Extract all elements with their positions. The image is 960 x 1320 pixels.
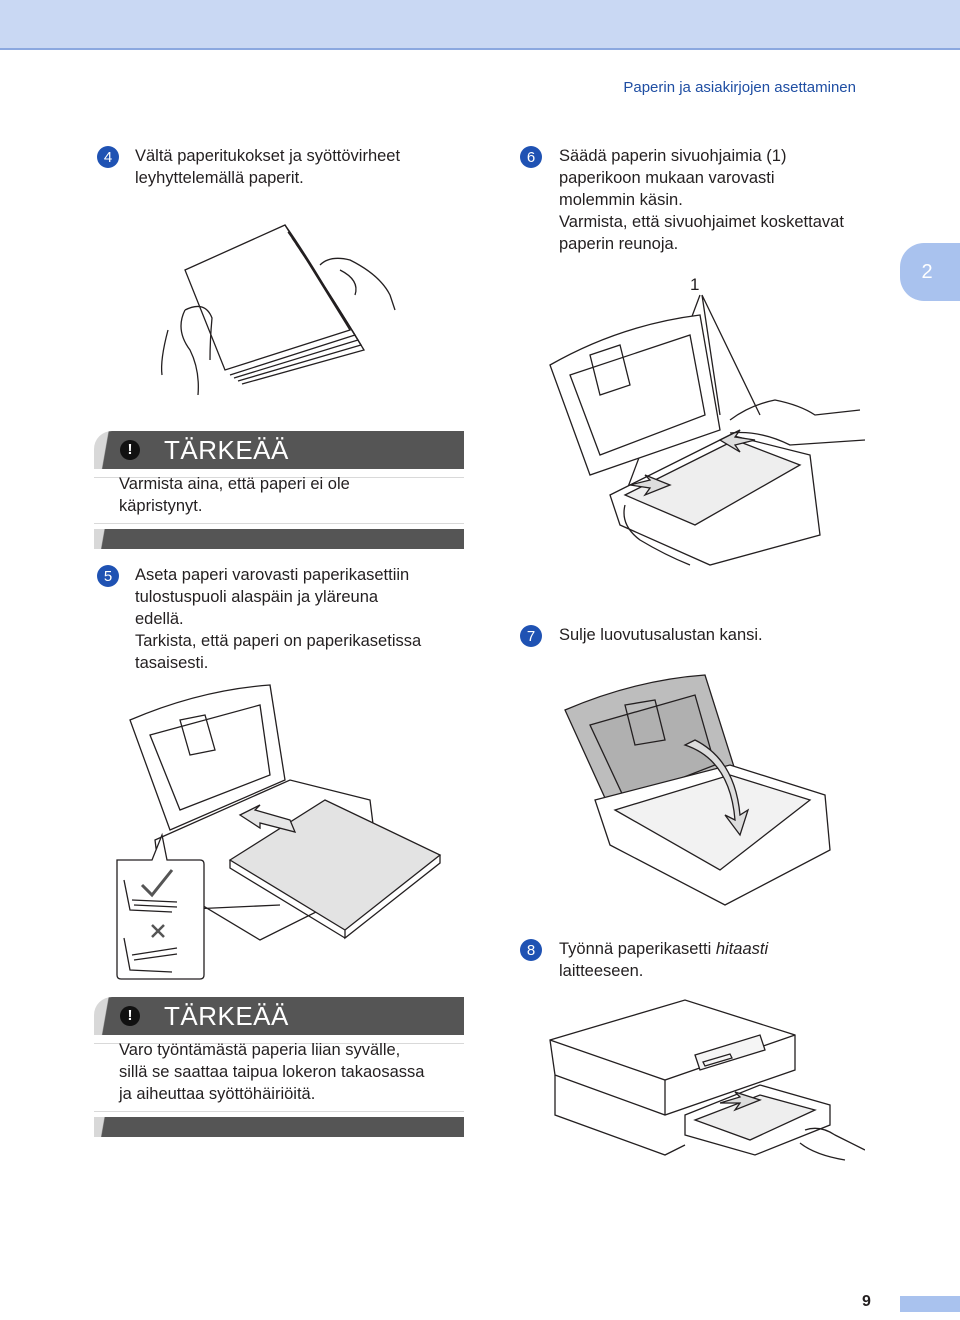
step-5-badge: 5 — [97, 565, 119, 587]
important-notice-2-title: TÄRKEÄÄ — [164, 1001, 289, 1031]
page-number: 9 — [862, 1293, 871, 1310]
step-7-text: Sulje luovutusalustan kansi. — [559, 626, 763, 644]
exclamation-icon: ! — [120, 440, 140, 460]
step-4-badge: 4 — [97, 146, 119, 168]
important-notice-2-header: ! TÄRKEÄÄ — [94, 997, 464, 1035]
important-notice-2-footer — [94, 1117, 464, 1137]
top-banner — [0, 0, 960, 50]
running-header: Paperin ja asiakirjojen asettaminen — [623, 79, 856, 96]
step-8-text: Työnnä paperikasetti hitaasti laitteesee… — [559, 940, 769, 980]
important-notice-1-title: TÄRKEÄÄ — [164, 435, 289, 465]
exclamation-icon: ! — [120, 1006, 140, 1026]
step-7-badge: 7 — [520, 625, 542, 647]
important-notice-2-body: Varo työntämästä paperia liian syvälle, … — [119, 1041, 425, 1103]
notice-2-rule — [94, 1043, 464, 1044]
step-6-badge: 6 — [520, 146, 542, 168]
chapter-tab: 2 — [900, 243, 960, 301]
important-notice-1-footer — [94, 529, 464, 549]
step-5-text: Aseta paperi varovasti paperikasettiin t… — [135, 566, 422, 672]
printer-tray-insert-illustration — [545, 995, 865, 1175]
step-8-badge: 8 — [520, 939, 542, 961]
notice-1-rule — [94, 477, 464, 478]
callout-label: 1 — [690, 275, 699, 294]
close-cover-illustration — [555, 670, 845, 910]
paper-alignment-inset — [112, 830, 208, 980]
step-4-text: Vältä paperitukokset ja syöttövirheet le… — [135, 147, 401, 187]
step-8-emphasis: hitaasti — [715, 940, 769, 958]
notice-1-rule-bottom — [94, 523, 464, 524]
page-number-bar — [900, 1296, 960, 1312]
fanning-paper-illustration — [150, 200, 410, 400]
important-notice-1-header: ! TÄRKEÄÄ — [94, 431, 464, 469]
step-6-text: Säädä paperin sivuohjaimia (1) paperikoo… — [559, 147, 844, 253]
important-notice-1-body: Varmista aina, että paperi ei ole käpris… — [119, 475, 350, 515]
paper-tray-loading-illustration — [110, 680, 460, 980]
side-guides-illustration: 1 — [530, 265, 865, 570]
notice-2-rule-bottom — [94, 1111, 464, 1112]
